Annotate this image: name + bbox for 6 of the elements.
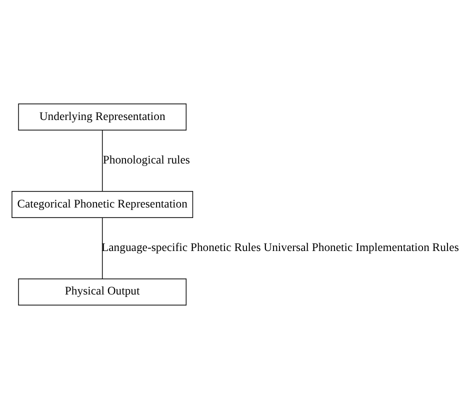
node-box: Physical Output (18, 278, 186, 305)
connector (101, 129, 102, 192)
connector (101, 216, 102, 279)
node-box: Underlying Representation (18, 103, 186, 130)
node-box: Categorical Phonetic Representation (11, 190, 193, 218)
edge-label: Phonological rules (102, 153, 190, 166)
